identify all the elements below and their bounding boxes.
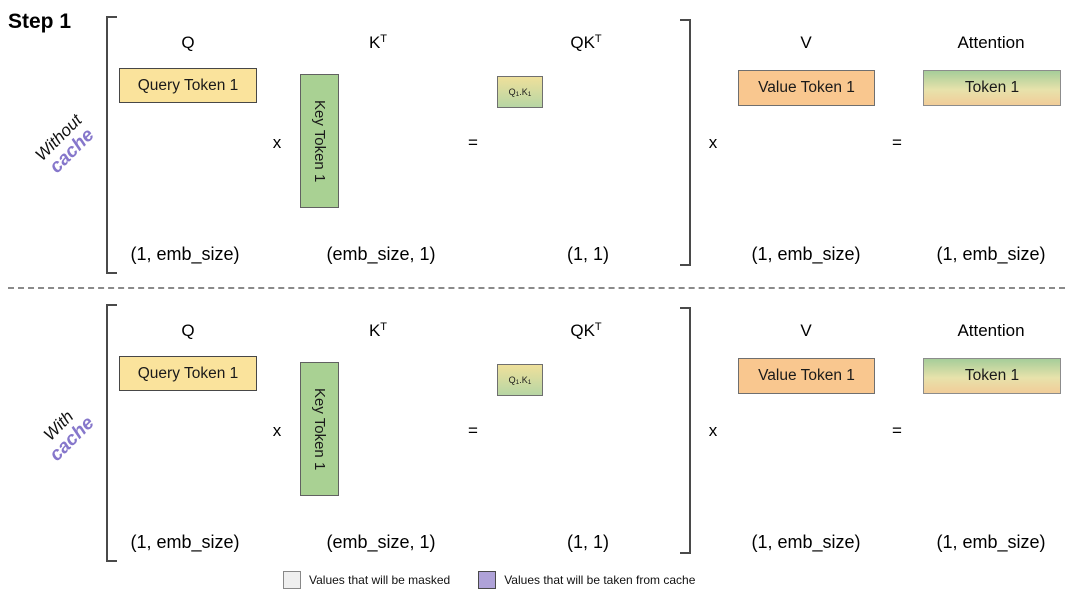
qkt-header: QKT xyxy=(570,321,602,340)
multiply-operator: x xyxy=(708,133,718,152)
equals-operator: = xyxy=(468,421,478,440)
query-token-box: Query Token 1 xyxy=(119,356,257,391)
cache-swatch-icon xyxy=(478,571,497,589)
row-without-cache: Without cache Q KT QKT V Attention Query… xyxy=(0,0,1079,288)
legend-label: Values that will be masked xyxy=(309,573,451,587)
legend: Values that will be masked Values that w… xyxy=(283,571,695,589)
kt-header: KT xyxy=(368,33,388,52)
qkt-shape-label: (1, 1) xyxy=(566,244,610,264)
multiply-operator: x xyxy=(272,133,282,152)
qkt-shape-label: (1, 1) xyxy=(566,532,610,552)
attention-token-box: Token 1 xyxy=(923,70,1061,106)
value-token-box: Value Token 1 xyxy=(738,358,875,394)
q-header: Q xyxy=(181,33,195,52)
attention-header: Attention xyxy=(957,321,1025,340)
equals-operator: = xyxy=(468,133,478,152)
row-with-cache: With cache Q KT QKT V Attention Query To… xyxy=(0,288,1079,576)
masked-swatch-icon xyxy=(283,571,301,589)
v-shape-label: (1, emb_size) xyxy=(751,532,861,552)
attention-shape-label: (1, emb_size) xyxy=(936,532,1046,552)
query-token-box: Query Token 1 xyxy=(119,68,257,103)
legend-item-cache: Values that will be taken from cache xyxy=(478,571,695,589)
open-bracket xyxy=(106,16,117,274)
attention-shape-label: (1, emb_size) xyxy=(936,244,1046,264)
equals-operator: = xyxy=(892,421,902,440)
key-token-box: Key Token 1 xyxy=(300,362,339,496)
legend-label: Values that will be taken from cache xyxy=(504,573,696,587)
page-title: Step 1 xyxy=(8,10,72,33)
close-bracket xyxy=(680,19,691,266)
v-shape-label: (1, emb_size) xyxy=(751,244,861,264)
value-token-box: Value Token 1 xyxy=(738,70,875,106)
attention-header: Attention xyxy=(957,33,1025,52)
legend-item-masked: Values that will be masked xyxy=(283,571,450,589)
q-header: Q xyxy=(181,321,195,340)
equals-operator: = xyxy=(892,133,902,152)
v-header: V xyxy=(800,33,812,52)
multiply-operator: x xyxy=(708,421,718,440)
row-divider xyxy=(8,287,1065,289)
close-bracket xyxy=(680,307,691,554)
q-shape-label: (1, emb_size) xyxy=(130,244,240,264)
open-bracket xyxy=(106,304,117,562)
qkt-header: QKT xyxy=(570,33,602,52)
v-header: V xyxy=(800,321,812,340)
kt-shape-label: (emb_size, 1) xyxy=(326,244,436,264)
kt-header: KT xyxy=(368,321,388,340)
multiply-operator: x xyxy=(272,421,282,440)
key-token-box: Key Token 1 xyxy=(300,74,339,208)
attention-token-box: Token 1 xyxy=(923,358,1061,394)
q-shape-label: (1, emb_size) xyxy=(130,532,240,552)
kt-shape-label: (emb_size, 1) xyxy=(326,532,436,552)
